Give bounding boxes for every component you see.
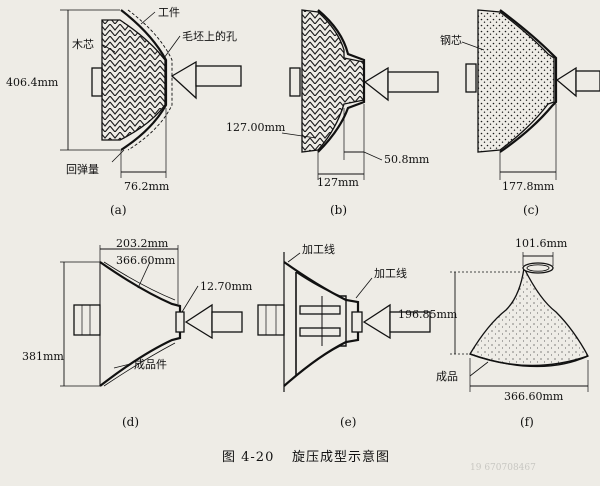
subfig-a: (a) (110, 203, 127, 217)
panel-c (461, 9, 600, 180)
panel-d (60, 245, 243, 387)
panel-a-workpiece (120, 9, 168, 151)
label-work-line-2: 加工线 (374, 266, 407, 280)
panel-f-cone-body (469, 265, 589, 368)
label-d-hole: 12.70mm (200, 280, 253, 293)
label-blank-hole: 毛坯上的孔 (182, 29, 237, 43)
panel-e-inner-profile (295, 271, 347, 377)
label-springback: 回弹量 (66, 162, 99, 176)
panel-c-hub (465, 63, 477, 93)
panel-a-wood-mandrel (101, 19, 166, 141)
panel-b-tail-cone (363, 66, 389, 102)
label-a-height: 406.4mm (6, 76, 59, 89)
label-finished-part: 成品件 (134, 358, 167, 371)
panel-e-hub (257, 304, 285, 336)
label-product: 成品 (436, 370, 458, 383)
panel-c-tail-cone (555, 66, 577, 98)
panel-e (257, 252, 431, 392)
panel-a (60, 9, 242, 178)
figure-title: 旋压成型示意图 (292, 449, 390, 465)
panel-f (450, 252, 589, 392)
label-wood-core: 木芯 (72, 37, 94, 51)
panel-d-hub (73, 304, 101, 336)
label-steel-core: 钢芯 (440, 33, 462, 47)
label-a-depth: 76.2mm (124, 180, 170, 193)
label-work-line-1: 加工线 (302, 242, 335, 256)
subfig-b: (b) (330, 203, 347, 217)
panel-c-shaft (575, 70, 600, 92)
subfig-e: (e) (340, 415, 356, 429)
subfig-c: (c) (523, 203, 539, 217)
panel-b (281, 9, 439, 180)
label-f-height: 196.85mm (398, 308, 458, 321)
panel-b-hub (289, 67, 301, 97)
panel-e-outer-profile (283, 261, 360, 387)
panel-a-tail-cone (170, 60, 197, 100)
label-f-base: 366.60mm (504, 390, 564, 403)
figure-number: 图 4-20 (222, 450, 274, 465)
label-b-offset: 50.8mm (384, 153, 430, 166)
panel-a-shaft (195, 65, 242, 87)
label-b-radius: 127.00mm (226, 121, 286, 134)
label-b-depth: 127mm (317, 176, 359, 189)
label-d-top: 203.2mm (116, 237, 169, 250)
label-workpiece: 工件 (158, 6, 180, 19)
subfig-d: (d) (122, 415, 139, 429)
subfig-f: (f) (520, 415, 534, 429)
labels: 木芯 工件 毛坯上的孔 406.4mm 回弹量 76.2mm (a) 127.0… (6, 6, 568, 473)
panel-b-mandrel (301, 9, 365, 153)
label-c-depth: 177.8mm (502, 180, 555, 193)
panel-b-workpiece (317, 9, 366, 153)
panel-d-tail-cone (184, 303, 213, 340)
label-d-height: 381mm (22, 350, 64, 363)
panel-a-hub (91, 67, 103, 97)
panel-e-tail-cone (362, 303, 391, 340)
label-f-top: 101.6mm (515, 237, 568, 250)
panel-d-shaft (211, 311, 243, 333)
label-d-dia: 366.60mm (116, 254, 176, 267)
panel-c-steel-core (477, 9, 555, 153)
panel-e-shaft (389, 311, 431, 333)
panel-b-shaft (387, 71, 439, 93)
watermark: 19 670708467 (470, 463, 536, 473)
